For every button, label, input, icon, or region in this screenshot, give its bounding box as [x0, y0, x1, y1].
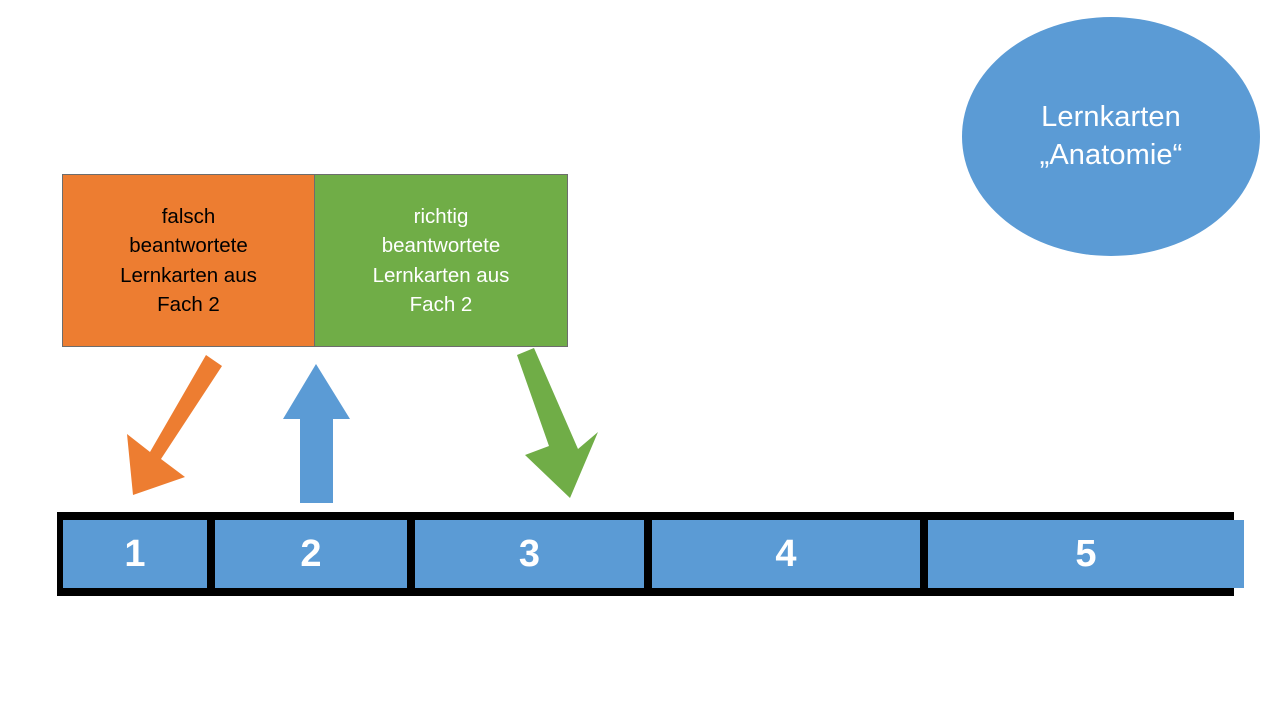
- wrong-answered-cards-box[interactable]: falsch beantwortete Lernkarten aus Fach …: [62, 174, 315, 347]
- leitner-divider-1: [207, 512, 215, 596]
- arrow-right-to-box-3-icon: [517, 348, 598, 498]
- right-line-2: beantwortete: [381, 234, 501, 258]
- topic-line-2: „Anatomie“: [1039, 138, 1183, 171]
- arrow-wrong-to-box-1-icon: [127, 355, 222, 495]
- leitner-divider-2: [407, 512, 415, 596]
- leitner-divider-4: [920, 512, 928, 596]
- arrow-box-2-to-source-icon: [283, 364, 350, 503]
- right-answered-cards-box[interactable]: richtig beantwortete Lernkarten aus Fach…: [314, 174, 568, 347]
- leitner-box-3[interactable]: 3: [415, 520, 644, 588]
- wrong-line-1: falsch: [161, 205, 216, 229]
- leitner-box-4[interactable]: 4: [652, 520, 920, 588]
- right-line-4: Fach 2: [409, 292, 473, 316]
- right-line-1: richtig: [413, 205, 469, 229]
- wrong-line-3: Lernkarten aus: [120, 263, 257, 287]
- wrong-line-2: beantwortete: [129, 234, 248, 258]
- leitner-divider-3: [644, 512, 652, 596]
- topic-line-1: Lernkarten: [1041, 101, 1181, 134]
- leitner-box-5[interactable]: 5: [928, 520, 1244, 588]
- wrong-line-4: Fach 2: [157, 292, 220, 316]
- topic-ellipse[interactable]: Lernkarten „Anatomie“: [962, 17, 1260, 256]
- source-card-row: falsch beantwortete Lernkarten aus Fach …: [62, 174, 569, 347]
- leitner-box-strip: 1 2 3 4 5: [57, 512, 1244, 596]
- right-line-3: Lernkarten aus: [372, 263, 510, 287]
- leitner-box-1[interactable]: 1: [63, 520, 207, 588]
- leitner-box-2[interactable]: 2: [215, 520, 407, 588]
